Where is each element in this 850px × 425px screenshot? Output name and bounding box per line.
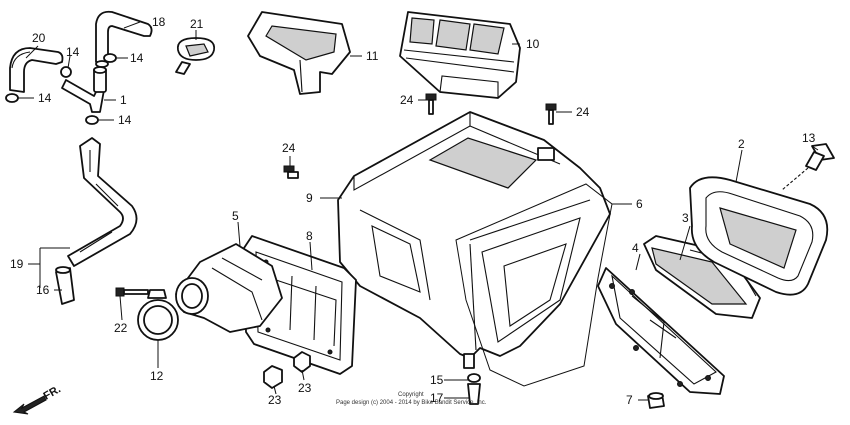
- front-direction-indicator: FR.: [12, 383, 63, 415]
- part-16-drain-cap[interactable]: [55, 266, 75, 305]
- callout-16: 16: [36, 283, 50, 297]
- part-19-drain-hose[interactable]: [67, 137, 138, 267]
- callout-19: 19: [10, 257, 24, 271]
- callout-18: 18: [152, 15, 166, 29]
- callout-14: 14: [130, 51, 144, 65]
- callout-4: 4: [632, 241, 639, 255]
- callout-24: 24: [282, 141, 296, 155]
- callout-2: 2: [738, 137, 745, 151]
- callout-7: 7: [626, 393, 633, 407]
- callout-22: 22: [114, 321, 128, 335]
- callout-23: 23: [268, 393, 282, 407]
- callout-21: 21: [190, 17, 204, 31]
- part-23-nut-b[interactable]: [293, 351, 311, 373]
- part-2-cover[interactable]: [689, 176, 829, 296]
- part-1-t-joint[interactable]: [61, 66, 107, 113]
- direction-label: FR.: [42, 383, 63, 402]
- callout-12: 12: [150, 369, 164, 383]
- leader-lines: [18, 21, 819, 401]
- arrow-left-icon: [12, 395, 47, 415]
- part-24-bolt-a[interactable]: [425, 93, 437, 115]
- callout-11: 11: [366, 49, 379, 63]
- callout-15: 15: [430, 373, 444, 387]
- part-13-wing-bolt[interactable]: [781, 143, 835, 191]
- part-24-bolt-b[interactable]: [545, 103, 557, 125]
- callout-20: 20: [32, 31, 46, 45]
- part-15-grommet[interactable]: [467, 373, 481, 383]
- part-6-seal[interactable]: [455, 183, 613, 387]
- part-14-clip-b[interactable]: [60, 66, 72, 78]
- callout-6: 6: [636, 197, 643, 211]
- part-14-clip-c[interactable]: [103, 53, 117, 63]
- part-9-air-cleaner-case[interactable]: [337, 111, 611, 369]
- callout-14: 14: [118, 113, 132, 127]
- callout-24: 24: [576, 105, 590, 119]
- part-22-screw[interactable]: [115, 287, 149, 297]
- part-11-duct-cover[interactable]: [247, 11, 351, 95]
- part-12-clamp-band[interactable]: [137, 289, 179, 341]
- callout-14: 14: [66, 45, 80, 59]
- copyright-line-1: Copyright: [398, 392, 424, 398]
- part-21-clamp[interactable]: [175, 37, 216, 75]
- callout-3: 3: [682, 211, 689, 225]
- callout-13: 13: [802, 131, 816, 145]
- callout-labels: 20 18 14 14 14 14 1 21 11 10 24 24 24 13…: [10, 15, 816, 407]
- part-10-air-duct[interactable]: [399, 11, 521, 99]
- copyright-notice: Copyright Page design (c) 2004 - 2014 by…: [336, 392, 487, 406]
- copyright-line-2: Page design (c) 2004 - 2014 by Bike Band…: [336, 400, 487, 406]
- callout-8: 8: [306, 229, 313, 243]
- part-7-plug[interactable]: [647, 392, 665, 409]
- callout-9: 9: [306, 191, 313, 205]
- callout-23: 23: [298, 381, 312, 395]
- part-3-filter-element[interactable]: [643, 235, 761, 319]
- callout-14: 14: [38, 91, 52, 105]
- part-14-clip-d[interactable]: [85, 115, 99, 125]
- part-20-breather-hose[interactable]: [9, 47, 64, 93]
- part-24-bolt-c[interactable]: [283, 165, 299, 179]
- callout-24: 24: [400, 93, 414, 107]
- part-4-filter-holder[interactable]: [597, 267, 725, 395]
- part-23-nut-a[interactable]: [263, 365, 283, 389]
- part-14-clip-a[interactable]: [5, 93, 19, 103]
- callout-17: 17: [430, 391, 444, 405]
- part-5-intake-tube[interactable]: [175, 243, 283, 333]
- part-17-drain-plug[interactable]: [467, 383, 481, 405]
- callout-1: 1: [120, 93, 127, 107]
- callout-10: 10: [526, 37, 540, 51]
- callout-5: 5: [232, 209, 239, 223]
